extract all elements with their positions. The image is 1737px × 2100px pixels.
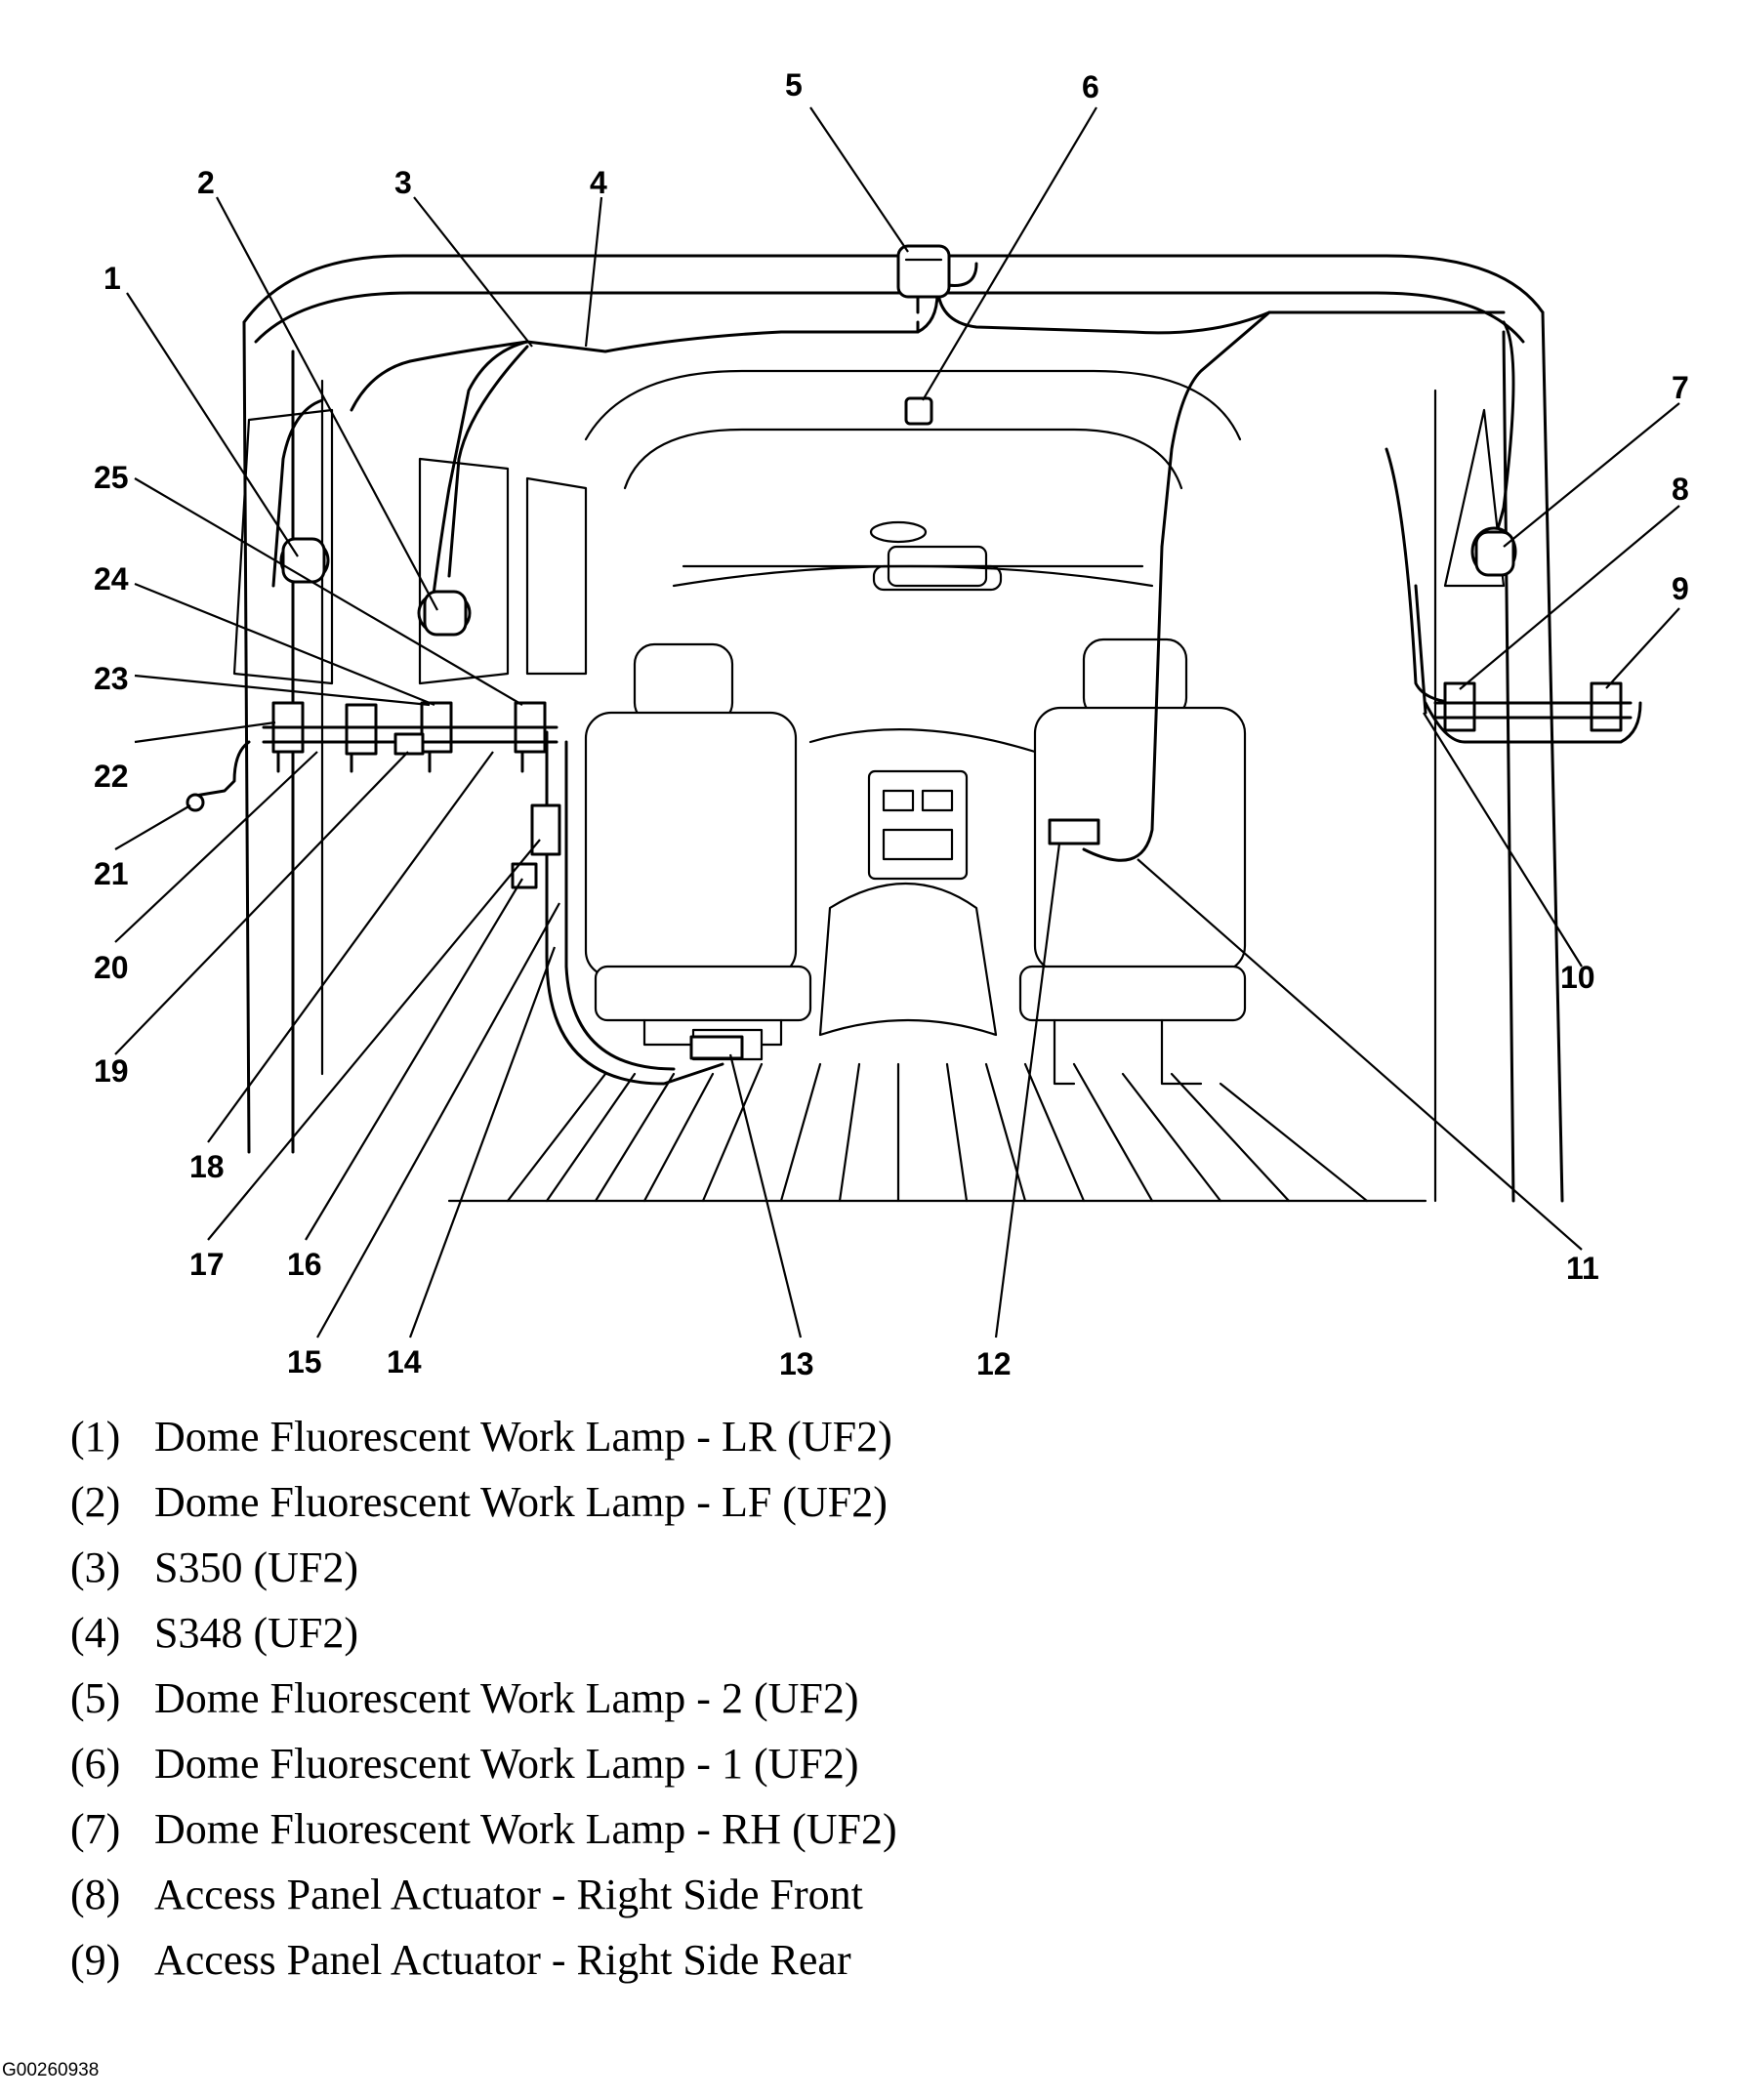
legend-text: Access Panel Actuator - Right Side Rear (154, 1936, 851, 1984)
callout-1: 1 (103, 261, 121, 296)
legend-text: Dome Fluorescent Work Lamp - LF (UF2) (154, 1478, 888, 1526)
connector-16-shape (530, 803, 561, 856)
legend-item: (3) S350 (UF2) (70, 1535, 1633, 1600)
wiring-harness (271, 262, 1642, 1086)
legend-item: (2) Dome Fluorescent Work Lamp - LF (UF2) (70, 1469, 1633, 1535)
legend-number: (8) (70, 1871, 121, 1918)
right-access-panel-actuators (1433, 681, 1633, 732)
legend-number: (2) (70, 1478, 121, 1526)
legend-item: (6) Dome Fluorescent Work Lamp - 1 (UF2) (70, 1731, 1633, 1796)
callout-22: 22 (94, 759, 129, 794)
callout-18: 18 (189, 1149, 225, 1184)
legend-text: S350 (UF2) (154, 1544, 359, 1591)
legend-number: (9) (70, 1936, 121, 1984)
left-seat (584, 642, 812, 1061)
floor-ribs (447, 1062, 1427, 1203)
callout-14: 14 (387, 1344, 422, 1379)
legend-item: (1) Dome Fluorescent Work Lamp - LR (UF2) (70, 1404, 1633, 1469)
callout-13: 13 (779, 1346, 814, 1381)
legend-item: (4) S348 (UF2) (70, 1600, 1633, 1666)
figure-id-label: G00260938 (2, 2060, 100, 2080)
legend-text: Dome Fluorescent Work Lamp - 2 (UF2) (154, 1674, 859, 1722)
callout-10: 10 (1560, 960, 1595, 995)
callout-23: 23 (94, 661, 129, 696)
callout-4: 4 (590, 165, 607, 200)
callout-25: 25 (94, 460, 129, 495)
van-interior-wiring-diagram: 1 2 3 4 5 6 7 8 9 10 11 12 13 14 15 16 1… (94, 67, 1689, 1381)
legend-number: (5) (70, 1674, 121, 1722)
callout-15: 15 (287, 1344, 322, 1379)
callout-16: 16 (287, 1247, 322, 1282)
legend-item: (7) Dome Fluorescent Work Lamp - RH (UF2) (70, 1796, 1633, 1862)
callout-8: 8 (1672, 472, 1689, 507)
leader-lines (114, 106, 1680, 1338)
callout-11: 11 (1566, 1251, 1599, 1286)
legend-text: Dome Fluorescent Work Lamp - 1 (UF2) (154, 1740, 859, 1788)
center-console (818, 882, 998, 1037)
callout-20: 20 (94, 950, 129, 985)
callout-9: 9 (1672, 571, 1689, 606)
legend-number: (3) (70, 1544, 121, 1591)
callout-5: 5 (785, 67, 803, 103)
legend-number: (6) (70, 1740, 121, 1788)
legend-item: (5) Dome Fluorescent Work Lamp - 2 (UF2) (70, 1666, 1633, 1731)
callout-12: 12 (976, 1346, 1012, 1381)
legend-number: (1) (70, 1413, 121, 1461)
callout-labels: 1 2 3 4 5 6 7 8 9 10 11 12 13 14 15 16 1… (94, 67, 1689, 1381)
legend-text: Dome Fluorescent Work Lamp - RH (UF2) (154, 1805, 897, 1853)
dome-lamp-lf-shape (417, 590, 472, 637)
callout-6: 6 (1082, 69, 1099, 104)
callout-19: 19 (94, 1053, 129, 1089)
left-access-panel-actuators (186, 701, 558, 812)
callout-21: 21 (94, 856, 129, 891)
legend-number: (7) (70, 1805, 121, 1853)
legend-text: S348 (UF2) (154, 1609, 359, 1657)
dome-lamp-lr-shape (279, 537, 330, 584)
connector-12-shape (1048, 818, 1100, 845)
dome-lamp-rh-shape (1470, 526, 1517, 577)
callout-24: 24 (94, 561, 129, 597)
legend-item: (9) Access Panel Actuator - Right Side Re… (70, 1927, 1633, 1993)
legend-text: Access Panel Actuator - Right Side Front (154, 1871, 863, 1918)
dome-lamp-2-shape (896, 244, 951, 299)
callout-2: 2 (197, 165, 215, 200)
component-legend: (1) Dome Fluorescent Work Lamp - LR (UF2)… (70, 1404, 1633, 1993)
connector-13-shape (689, 1035, 744, 1060)
callout-3: 3 (394, 165, 412, 200)
dome-lamp-1-shape (904, 396, 933, 426)
right-seat (1018, 638, 1247, 1086)
legend-item: (8) Access Panel Actuator - Right Side Fr… (70, 1862, 1633, 1927)
legend-number: (4) (70, 1609, 121, 1657)
callout-17: 17 (189, 1247, 225, 1282)
legend-text: Dome Fluorescent Work Lamp - LR (UF2) (154, 1413, 892, 1461)
callout-7: 7 (1672, 370, 1689, 405)
